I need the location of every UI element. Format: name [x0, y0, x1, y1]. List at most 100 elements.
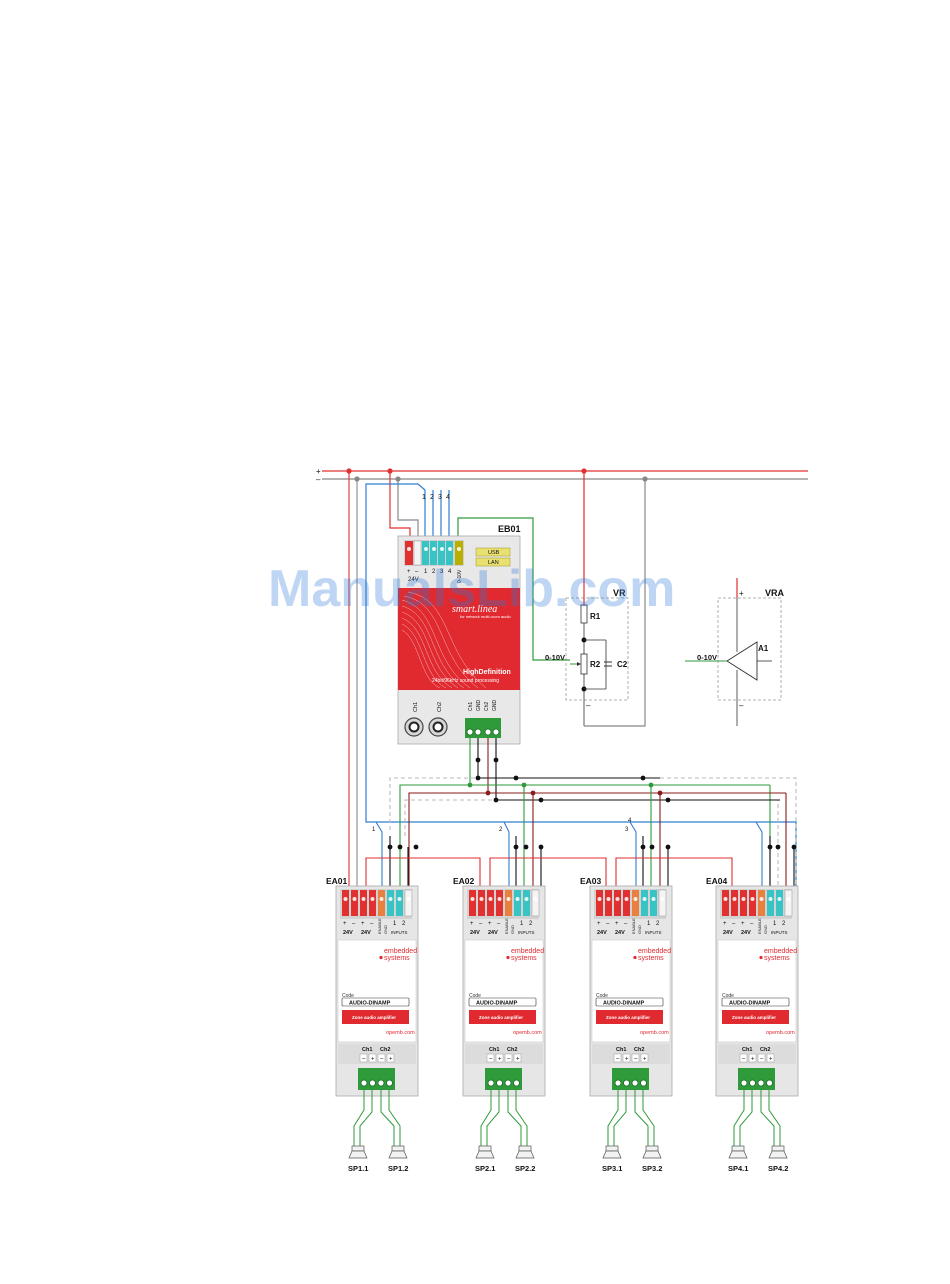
speaker-label: SP2.1: [475, 1164, 495, 1173]
eb01-title: HighDefinition: [463, 669, 511, 676]
output-screw: [377, 1079, 385, 1087]
wire-number-top-1: 1: [422, 494, 426, 501]
eb01-red-front-panel: [398, 588, 520, 690]
amp-out-sign-box: [513, 1053, 522, 1063]
wire-number-4: 4: [628, 818, 632, 824]
wire-number-2: 2: [499, 827, 503, 833]
vr-minus-label: –: [586, 701, 591, 710]
amp-ch1-label: Ch1: [742, 1047, 752, 1053]
amp-terminal-sign: –: [750, 921, 754, 927]
amp-red-label-box: [469, 1010, 536, 1024]
terminal-screw: [723, 897, 728, 901]
amp-terminal: [767, 890, 774, 916]
output-screw: [496, 1079, 503, 1087]
amp-out-sign-box: [504, 1053, 513, 1063]
amp-brand-dot: [633, 955, 637, 960]
vr-input-label: 0-10V: [545, 653, 565, 662]
amp-terminal: [351, 890, 358, 916]
amp-terminal: [360, 890, 367, 916]
amp-terminal-sign: –: [732, 921, 736, 927]
amp-terminal: [523, 890, 530, 916]
eb01-term-label: +: [407, 569, 411, 575]
amp-terminal: [496, 890, 503, 916]
terminal-screw: [750, 897, 755, 901]
amp-brand-line2: systems: [764, 955, 790, 962]
amp-terminal: [514, 890, 521, 916]
terminal-screw: [479, 897, 484, 901]
vra-input-label: 0-10V: [697, 653, 717, 662]
amp-terminal: [641, 890, 648, 916]
terminal-screw: [488, 897, 493, 901]
amp-code-box: [341, 997, 410, 1007]
amp-out-sign-box: [739, 1053, 748, 1063]
eb01-label: EB01: [498, 524, 521, 534]
terminal-screw: [497, 897, 502, 901]
amp-code-box: [595, 997, 664, 1007]
amp-terminal: [749, 890, 756, 916]
amp-terminal: [784, 889, 793, 917]
amp-output-panel: [338, 1044, 416, 1064]
amp-front-panel: [591, 939, 671, 1043]
speaker-cone-icon: [602, 1150, 622, 1159]
amp-power-label: 24V: [723, 930, 733, 936]
amp-red-label-box: [722, 1010, 789, 1024]
amp-brand-line2: systems: [638, 955, 664, 962]
terminal-screw: [642, 897, 647, 901]
vra-dashed-box: [717, 597, 782, 701]
ch1-bus-green: [399, 784, 470, 888]
amp-code-label: Code: [342, 993, 354, 999]
amp-output-panel: [592, 1044, 670, 1064]
output-screw: [749, 1079, 756, 1087]
eb01-terminal-screws: [407, 547, 461, 551]
amp-terminal: [387, 890, 394, 916]
watermark: ManualsLib.com: [268, 560, 675, 618]
amp-out-sign-box: [766, 1053, 775, 1063]
amp-gnd-label: GND: [637, 925, 642, 934]
speaker-label: SP4.2: [768, 1164, 788, 1173]
amp-terminal: [505, 890, 512, 916]
amp-terminal: [758, 890, 765, 916]
amp-out-sign: +: [498, 1057, 502, 1063]
amp-brand-dot: [759, 955, 763, 960]
dashed-return-2: [404, 799, 779, 888]
amp-terminal-sign: –: [497, 921, 501, 927]
eb01-out-label: GND: [476, 700, 482, 712]
wire-number-top-3: 3: [438, 494, 442, 501]
amp-terminal-sign: –: [352, 921, 356, 927]
amp-input-number: 1: [520, 921, 524, 927]
eb01-out-label: Ch2: [484, 702, 490, 711]
amp-power-label: 24V: [741, 930, 751, 936]
wire-number-3: 3: [625, 827, 629, 833]
amp-brand-line2: systems: [511, 955, 537, 962]
amp-ch1-label: Ch1: [489, 1047, 499, 1053]
vra-title: VRA: [765, 588, 785, 598]
amp-enable-label: ENABLE: [631, 918, 636, 934]
amp-terminal: [369, 890, 376, 916]
amp-gnd-label: GND: [763, 925, 768, 934]
amp-terminal-sign: +: [597, 921, 601, 927]
speaker-label: SP1.1: [348, 1164, 368, 1173]
eb01-0-10v-wire: [457, 517, 570, 661]
amp-code-label: Code: [596, 993, 608, 999]
amp-terminal: [396, 890, 403, 916]
eb01-wave-graphic: [401, 591, 487, 689]
amp-out-sign-box: [757, 1053, 766, 1063]
amp-terminal: [614, 890, 621, 916]
dashed-return-1: [389, 777, 797, 888]
amp-terminal-sign: –: [479, 921, 483, 927]
amp-front-panel: [337, 939, 417, 1043]
vr-title: VR: [613, 588, 626, 598]
amp-input-number: 1: [773, 921, 777, 927]
amp-code-label: Code: [722, 993, 734, 999]
amp-input-number: 2: [402, 921, 406, 927]
terminal-screw: [352, 897, 357, 901]
output-screw: [513, 1079, 520, 1087]
terminal-screw: [524, 897, 529, 901]
terminal-screw: [397, 897, 402, 901]
wire-number-top-4: 4: [446, 494, 450, 501]
